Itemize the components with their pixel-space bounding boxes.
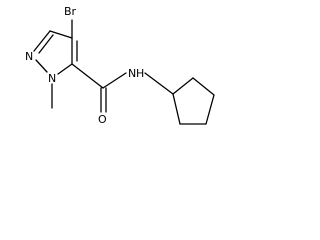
bond-c3-c4 bbox=[49, 30, 73, 39]
structure-diagram: Br N N O N H bbox=[25, 5, 215, 126]
molecule-canvas: Br N N O N H bbox=[0, 0, 241, 146]
bond-cp1-cp2 bbox=[172, 77, 194, 95]
atom-nh-n-label: N bbox=[128, 67, 136, 80]
atom-labels: Br N N O N H bbox=[25, 5, 144, 126]
bond-cp5-cp1 bbox=[172, 93, 181, 125]
bonds bbox=[33, 19, 215, 125]
bond-cp2-cp3 bbox=[192, 77, 215, 96]
bond-n2-c3-double bbox=[38, 34, 54, 54]
bond-c5-carbonyl bbox=[71, 63, 104, 89]
bond-c5-n1 bbox=[57, 63, 73, 75]
atom-br-label: Br bbox=[64, 5, 77, 18]
atom-n-methyl-label: N bbox=[48, 72, 56, 85]
bond-carbonyl-n bbox=[102, 72, 127, 89]
bond-n2-c3 bbox=[33, 30, 51, 52]
bond-cp3-cp4 bbox=[205, 94, 215, 125]
bond-n-cyclopentyl bbox=[144, 72, 174, 95]
bond-n1-n2 bbox=[35, 59, 48, 73]
atom-nh-h-label: H bbox=[136, 67, 144, 80]
atom-o-label: O bbox=[98, 113, 107, 126]
atom-n-ring-label: N bbox=[25, 50, 33, 63]
